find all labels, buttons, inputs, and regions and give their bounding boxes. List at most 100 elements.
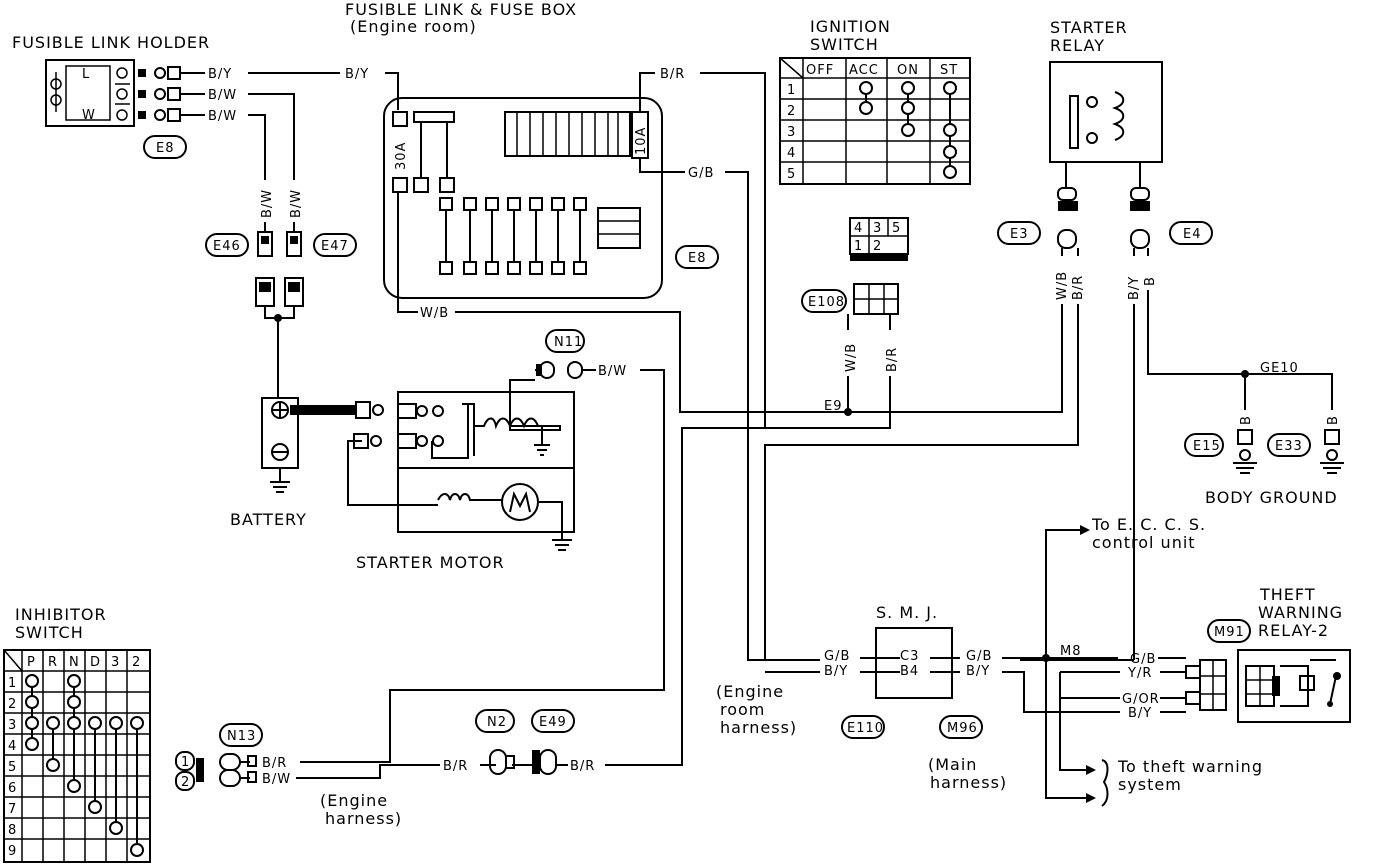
- svg-text:3: 3: [8, 718, 17, 733]
- connector-e4: E4: [1169, 221, 1213, 245]
- fuse-box: 30A 10A: [383, 97, 663, 299]
- wire-label-bw-v1: B/W: [260, 189, 275, 218]
- wire-br-fusebox: [639, 72, 766, 428]
- body-ground-label: BODY GROUND: [1205, 488, 1338, 507]
- wire-label-gb-1: G/B: [688, 166, 714, 181]
- connector-e46: E46: [205, 233, 249, 257]
- starter-motor: [397, 379, 575, 551]
- svg-text:E49: E49: [539, 715, 567, 730]
- ign-header-acc: ACC: [849, 63, 879, 78]
- wire-label-yr: Y/R: [1127, 666, 1152, 681]
- main-harness-1: (Main: [928, 755, 977, 774]
- wire-label-gb-3: G/B: [966, 649, 992, 664]
- svg-text:7: 7: [8, 802, 17, 817]
- junction-ge10: GE10: [1260, 361, 1299, 376]
- wire-bw-e46: [180, 114, 266, 180]
- battery: [261, 397, 299, 493]
- wire-label-by-2: B/Y: [345, 67, 369, 82]
- svg-text:C3: C3: [900, 649, 919, 664]
- ignition-label-1: IGNITION: [810, 17, 891, 36]
- svg-text:M91: M91: [1214, 625, 1245, 640]
- connector-e49: E49: [531, 709, 575, 775]
- ign-row-5: 5: [787, 167, 796, 182]
- connector-n13: N13: [219, 723, 263, 747]
- svg-text:E15: E15: [1193, 439, 1221, 454]
- connector-m91: M91: [1207, 619, 1251, 643]
- svg-text:P: P: [27, 655, 36, 670]
- svg-text:E8: E8: [156, 141, 175, 156]
- svg-text:1: 1: [8, 676, 17, 691]
- wire-gb-fusebox: [639, 158, 820, 661]
- svg-text:3: 3: [111, 655, 120, 670]
- wire-label-bw-3: B/W: [598, 364, 627, 379]
- svg-text:3: 3: [873, 221, 882, 236]
- svg-text:4: 4: [854, 221, 863, 236]
- wire-label-by-3: B/Y: [1127, 276, 1142, 300]
- wire-label-bw-2: B/W: [208, 109, 237, 124]
- svg-text:2: 2: [873, 239, 882, 254]
- smj-block: C3 B4: [875, 627, 953, 699]
- svg-text:1: 1: [181, 755, 190, 770]
- wire-label-by-1: B/Y: [208, 67, 232, 82]
- ign-row-3: 3: [787, 125, 796, 140]
- theft-relay-label-3: RELAY-2: [1258, 621, 1329, 640]
- ign-row-4: 4: [787, 146, 796, 161]
- wire-label-wb-3: W/B: [1055, 271, 1070, 300]
- engine-room-harness-1: (Engine: [716, 682, 784, 701]
- svg-text:E46: E46: [213, 239, 241, 254]
- theft-system-label-2: system: [1118, 775, 1182, 794]
- engine-harness-label-2: harness): [325, 809, 402, 828]
- svg-text:6: 6: [8, 781, 17, 796]
- svg-text:1: 1: [854, 239, 863, 254]
- wire-label-bw-4: B/W: [262, 772, 291, 787]
- svg-text:2: 2: [132, 655, 141, 670]
- ground-e33: [1320, 429, 1344, 474]
- engine-room-harness-3: harness): [720, 718, 797, 737]
- connector-e33: E33: [1267, 433, 1311, 457]
- connector-e108: E108: [801, 289, 847, 313]
- wire-label-by-6: B/Y: [1128, 706, 1152, 721]
- fuse-10a-label: 10A: [634, 127, 649, 155]
- theft-relay-label-1: THEFT: [1259, 585, 1316, 604]
- starter-motor-label: STARTER MOTOR: [356, 553, 505, 572]
- ign-header-st: ST: [940, 63, 958, 78]
- connector-e110: E110: [841, 715, 885, 739]
- inhibitor-pins: 1 2: [175, 751, 257, 791]
- svg-text:D: D: [90, 655, 101, 670]
- svg-text:R: R: [48, 655, 58, 670]
- eccs-label-1: To E. C. C. S.: [1091, 515, 1206, 534]
- wire-label-br-4: B/R: [262, 756, 287, 771]
- fuse-box-subtitle: (Engine room): [350, 17, 477, 36]
- svg-text:E4: E4: [1183, 227, 1202, 242]
- wire-label-bw-1: B/W: [208, 88, 237, 103]
- theft-relay-connector: [1185, 659, 1227, 711]
- e108-pin-grid: 4 3 5 1 2: [849, 217, 909, 261]
- e108-connector-body: [853, 283, 899, 315]
- connector-n2: N2: [475, 709, 515, 775]
- fusible-link-holder: L W: [45, 59, 135, 127]
- wire-label-br-5: B/R: [443, 759, 468, 774]
- fuse-row: [439, 197, 587, 275]
- theft-relay-body: [1237, 649, 1351, 723]
- wire-label-by-4: B/Y: [824, 664, 848, 679]
- svg-text:N13: N13: [227, 729, 256, 744]
- ign-row-2: 2: [787, 104, 796, 119]
- fuse-30a-label: 30A: [394, 142, 409, 170]
- junction-e9: E9: [824, 399, 843, 414]
- ign-header-on: ON: [897, 63, 919, 78]
- connector-e46-e47: [255, 231, 304, 307]
- connector-e3: E3: [997, 221, 1041, 245]
- starter-relay-label-1: STARTER: [1050, 18, 1128, 37]
- wire-label-by-5: B/Y: [966, 664, 990, 679]
- svg-text:E110: E110: [847, 721, 884, 736]
- svg-text:5: 5: [8, 760, 17, 775]
- wire-label-br-1: B/R: [660, 67, 685, 82]
- wire-label-b-3: B: [1326, 415, 1341, 425]
- battery-label: BATTERY: [230, 510, 307, 529]
- fusible-link-holder-label: FUSIBLE LINK HOLDER: [12, 33, 210, 52]
- eccs-label-2: control unit: [1092, 533, 1196, 552]
- svg-text:E3: E3: [1010, 227, 1029, 242]
- smj-label: S. M. J.: [876, 603, 938, 622]
